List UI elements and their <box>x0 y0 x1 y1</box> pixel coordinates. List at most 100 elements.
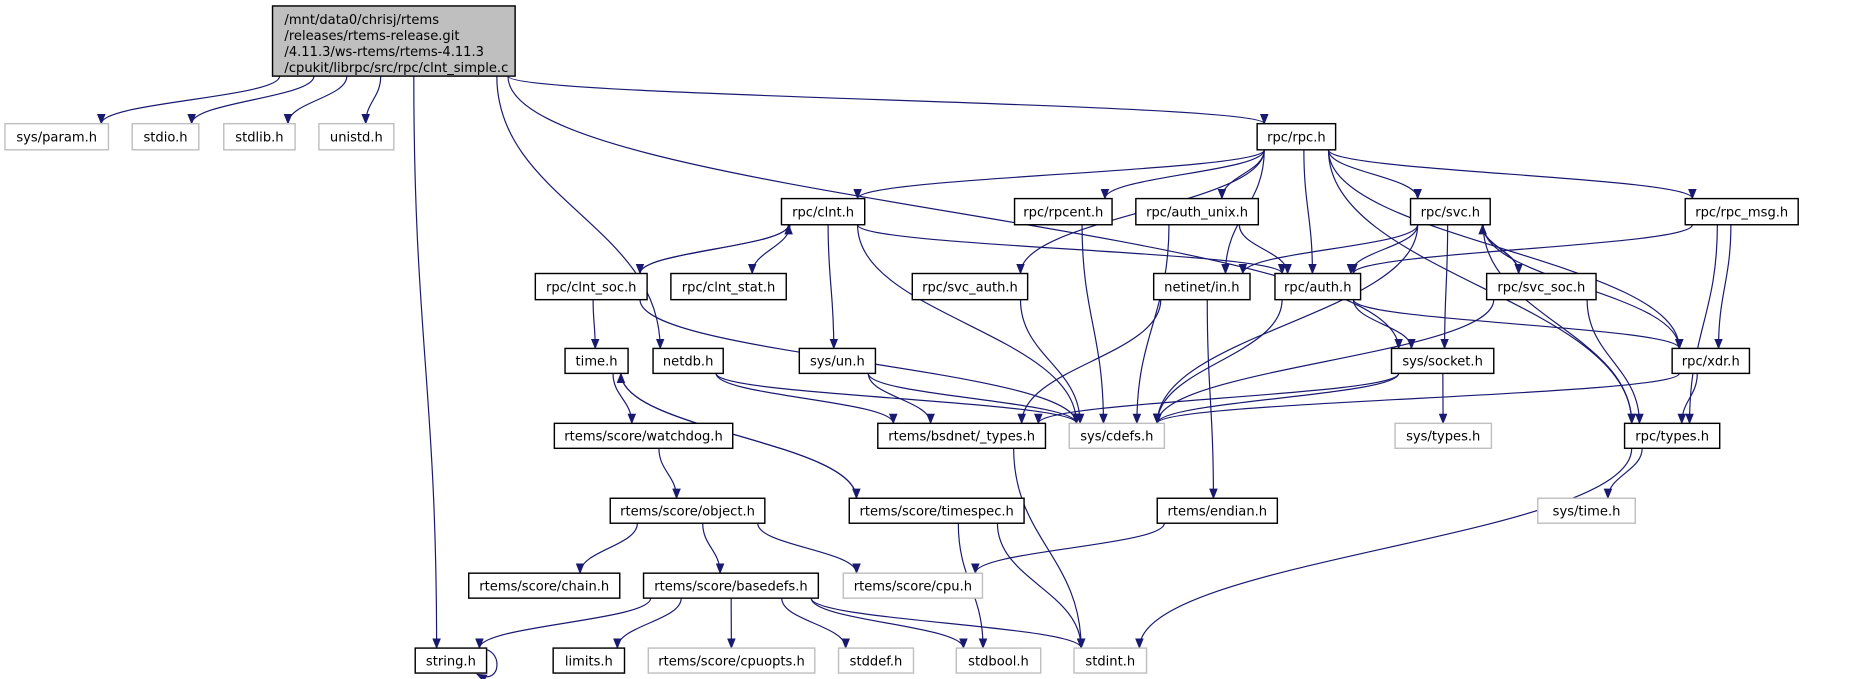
node-label: rpc/types.h <box>1635 430 1709 445</box>
edge-main-to-sys_param <box>97 75 281 125</box>
edge-rpc_auth-to-sys_cdefs <box>1152 299 1283 425</box>
edge-timespec-to-time <box>616 372 857 499</box>
node-box <box>1073 647 1148 674</box>
node-limits[interactable]: limits.h <box>552 647 626 674</box>
node-box <box>271 5 516 77</box>
node-sys-un[interactable]: sys/un.h <box>798 347 877 375</box>
node-rpc-auth[interactable]: rpc/auth.h <box>1274 272 1362 301</box>
edge-arrow <box>1100 149 1265 200</box>
node-sys-time[interactable]: sys/time.h <box>1537 497 1636 524</box>
node-unistd[interactable]: unistd.h <box>318 122 395 151</box>
edge-arrow <box>1586 299 1644 425</box>
nodes-layer: /mnt/data0/chrisj/rtems/releases/rtems-r… <box>4 5 1799 674</box>
node-label: sys/socket.h <box>1402 355 1483 370</box>
node-rpc-rpcent[interactable]: rpc/rpcent.h <box>1013 197 1113 226</box>
node-box <box>318 122 395 151</box>
node-label: sys/cdefs.h <box>1080 430 1153 445</box>
node-rpc-svc-auth[interactable]: rpc/svc_auth.h <box>911 272 1029 301</box>
edge-arrow <box>187 75 315 125</box>
edge-arrow <box>1238 224 1292 275</box>
edge-arrow <box>1327 149 1636 425</box>
edge-arrow <box>1440 224 1449 350</box>
node-main[interactable]: /mnt/data0/chrisj/rtems/releases/rtems-r… <box>271 5 516 77</box>
node-watchdog[interactable]: rtems/score/watchdog.h <box>553 422 734 450</box>
node-label: rpc/clnt.h <box>792 205 854 220</box>
edge-rpc_rpc-to-rpc_auth <box>1303 149 1317 275</box>
node-label: rpc/clnt_soc.h <box>546 280 637 295</box>
node-label: sys/param.h <box>16 131 97 146</box>
node-box <box>877 422 1047 450</box>
node-time[interactable]: time.h <box>564 347 629 375</box>
edge-main-to-string <box>413 76 441 650</box>
node-netdb[interactable]: netdb.h <box>652 347 724 375</box>
edge-arrow <box>1152 299 1283 425</box>
node-basedefs[interactable]: rtems/score/basedefs.h <box>642 572 820 599</box>
node-box <box>1394 422 1493 450</box>
node-rpc-xdr[interactable]: rpc/xdr.h <box>1671 347 1751 375</box>
node-label: rpc/rpcent.h <box>1023 205 1103 220</box>
edge-arrow <box>283 76 348 125</box>
edge-main-to-netdb <box>496 76 665 350</box>
node-endian[interactable]: rtems/endian.h <box>1156 497 1279 524</box>
edge-arrow <box>1352 299 1684 350</box>
node-sys-param[interactable]: sys/param.h <box>4 122 110 151</box>
node-netinet-in[interactable]: netinet/in.h <box>1152 272 1251 301</box>
edge-arrow <box>867 373 1081 425</box>
node-box <box>670 272 787 301</box>
node-stdio[interactable]: stdio.h <box>131 122 200 151</box>
node-label: rtems/score/cpu.h <box>854 579 972 594</box>
edge-rpc_xdr-to-rpc_types <box>1677 373 1698 425</box>
edge-arrow <box>1013 448 1086 650</box>
node-label: rpc/auth_unix.h <box>1146 205 1248 220</box>
node-rpc-svc[interactable]: rpc/svc.h <box>1409 197 1491 226</box>
node-timespec[interactable]: rtems/score/timespec.h <box>848 497 1025 524</box>
node-label: rpc/clnt_stat.h <box>682 280 776 295</box>
node-sys-cdefs[interactable]: sys/cdefs.h <box>1068 422 1166 450</box>
node-chain[interactable]: rtems/score/chain.h <box>468 572 621 599</box>
node-label: stdio.h <box>143 131 187 146</box>
edge-arrow <box>1685 224 1718 425</box>
edge-bsdnet_types-to-stdint <box>1013 448 1086 650</box>
node-label: rtems/score/watchdog.h <box>564 430 722 445</box>
node-rpc-auth-unix[interactable]: rpc/auth_unix.h <box>1135 197 1260 226</box>
node-rpc-clnt-soc[interactable]: rpc/clnt_soc.h <box>534 272 648 301</box>
node-stddef[interactable]: stddef.h <box>837 647 915 674</box>
edge-arrow <box>1081 224 1108 425</box>
edge-arrow <box>1153 372 1680 425</box>
edge-rpc_types-to-sys_time <box>1603 448 1643 500</box>
node-stdbool[interactable]: stdbool.h <box>955 647 1042 674</box>
node-label: rtems/score/cpuopts.h <box>658 654 805 669</box>
node-label: rtems/score/basedefs.h <box>654 579 807 594</box>
edge-arrow <box>1327 149 1422 200</box>
edge-arrow <box>827 224 839 350</box>
node-box <box>1256 122 1337 151</box>
node-sys-types[interactable]: sys/types.h <box>1394 422 1493 450</box>
node-stdint[interactable]: stdint.h <box>1073 647 1148 674</box>
node-rpc-types[interactable]: rpc/types.h <box>1623 422 1721 450</box>
node-cpu[interactable]: rtems/score/cpu.h <box>842 572 984 599</box>
node-rpc-clnt-stat[interactable]: rpc/clnt_stat.h <box>670 272 787 301</box>
node-bsdnet-types[interactable]: rtems/bsdnet/_types.h <box>877 422 1047 450</box>
node-label: stdint.h <box>1085 654 1135 669</box>
node-label: stdbool.h <box>968 654 1029 669</box>
node-rpc-rpc-msg[interactable]: rpc/rpc_msg.h <box>1684 197 1799 226</box>
node-box <box>534 272 648 301</box>
node-rpc-svc-soc[interactable]: rpc/svc_soc.h <box>1485 272 1597 301</box>
edge-rpc_types-to-stdint <box>1135 448 1633 650</box>
node-label: rpc/svc_auth.h <box>922 280 1018 295</box>
node-sys-socket[interactable]: sys/socket.h <box>1390 347 1495 375</box>
edge-arrow <box>971 523 1165 575</box>
edge-rpc_rpcent-to-sys_cdefs <box>1081 224 1108 425</box>
node-string[interactable]: string.h <box>414 647 488 674</box>
edge-main-to-rpc_rpc <box>507 75 1269 125</box>
node-rpc-clnt[interactable]: rpc/clnt.h <box>780 197 866 226</box>
node-cpuopts[interactable]: rtems/score/cpuopts.h <box>647 647 816 674</box>
edge-rpc_auth-to-sys_socket <box>1352 299 1416 350</box>
edge-arrow <box>1019 299 1085 425</box>
edge-arrow <box>1327 149 1684 350</box>
node-object[interactable]: rtems/score/object.h <box>609 497 766 524</box>
node-stdlib[interactable]: stdlib.h <box>223 122 296 151</box>
edge-basedefs-to-stddef <box>781 598 850 650</box>
node-rpc-rpc[interactable]: rpc/rpc.h <box>1256 122 1337 151</box>
node-box <box>1274 272 1362 301</box>
